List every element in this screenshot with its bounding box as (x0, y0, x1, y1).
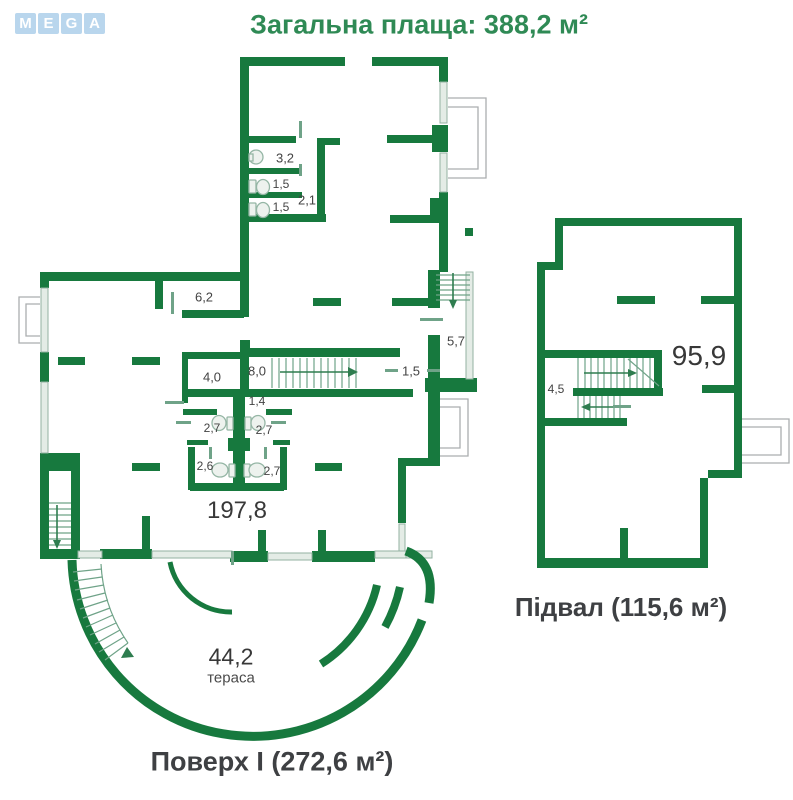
room-label-14: 1,4 (248, 394, 266, 408)
stair-top-right (436, 273, 470, 309)
stair-bottom-left (49, 502, 71, 549)
basement-caption: Підвал (115,6 м²) (514, 592, 728, 622)
toilet-icon (211, 414, 234, 432)
logo-letter-a: A (84, 13, 105, 34)
toilet-icon (243, 462, 266, 478)
basement-bay-outline (742, 418, 790, 464)
room-label-hall-small: 2,1 (297, 192, 317, 208)
room-label-wc-bottom: 1,5 (272, 200, 290, 214)
floor1-bay-outlines (18, 97, 487, 457)
toilet-icon (248, 178, 271, 196)
toilet-icon (244, 414, 266, 432)
page-title: Загальна плаща: 388,2 м² (250, 9, 588, 40)
terrace-word-label: тераса (207, 669, 255, 687)
logo-letter-g: G (61, 13, 82, 34)
basement-stair (577, 358, 660, 418)
room-label-bath: 3,2 (275, 150, 295, 166)
terrace (67, 546, 435, 741)
terrace-curved-stair (72, 563, 134, 661)
basement-area-label: 95,9 (671, 340, 727, 371)
floor1-walls (40, 57, 477, 562)
logo-letter-m: M (15, 13, 36, 34)
entrance-door-arc (167, 561, 233, 615)
floor1-caption: Поверх I (272,6 м²) (150, 746, 394, 777)
stair-8-0 (271, 358, 358, 388)
toilet-icon (211, 462, 236, 478)
basement-walls (537, 218, 742, 568)
floor1-area-label: 197,8 (206, 497, 268, 524)
room-label-80: 8,0 (247, 363, 267, 379)
room-label-57: 5,7 (446, 333, 466, 349)
floor1-door-marks (165, 121, 443, 565)
room-label-wc2: 2,7 (255, 423, 273, 437)
room-label-wc-top: 1,5 (272, 177, 290, 191)
room-label-wc1: 2,7 (203, 421, 221, 435)
sink-tap-icon (248, 153, 254, 162)
basement-stair-label: 4,5 (547, 382, 565, 396)
room-label-wc3: 2,6 (196, 459, 214, 473)
room-label-door15: 1,5 (401, 363, 421, 379)
room-label-wc4: 2,7 (263, 464, 281, 478)
logo-letter-e: E (38, 13, 59, 34)
terrace-area-label: 44,2 (208, 643, 254, 670)
room-label-40: 4,0 (202, 369, 222, 385)
bathroom-fixtures (211, 149, 271, 478)
toilet-icon (248, 201, 271, 219)
room-label-62: 6,2 (194, 289, 214, 305)
mega-logo: M E G A (15, 13, 105, 34)
